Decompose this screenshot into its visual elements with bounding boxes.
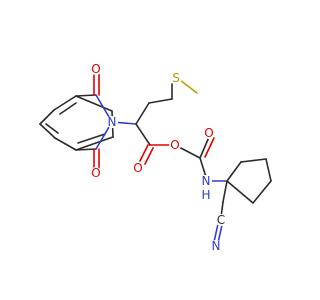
atom-o-ester: O xyxy=(170,138,179,152)
atom-n-amide: N xyxy=(202,174,211,188)
molecule-structure: O O N S O O O N H C N xyxy=(39,62,272,253)
atom-o-bottom: O xyxy=(91,166,100,180)
atom-labels: O O N S O O O N H C N xyxy=(90,62,227,253)
atom-h-amide: H xyxy=(201,188,210,202)
bonds xyxy=(39,73,272,244)
atom-o-ester-carbonyl: O xyxy=(133,161,142,175)
atom-o-top: O xyxy=(91,62,100,76)
atom-n-nitrile: N xyxy=(212,239,221,253)
atom-n-imide: N xyxy=(108,115,117,129)
atom-c-nitrile: C xyxy=(217,213,225,227)
atom-o-amide: O xyxy=(204,126,213,140)
atom-s: S xyxy=(172,71,180,85)
